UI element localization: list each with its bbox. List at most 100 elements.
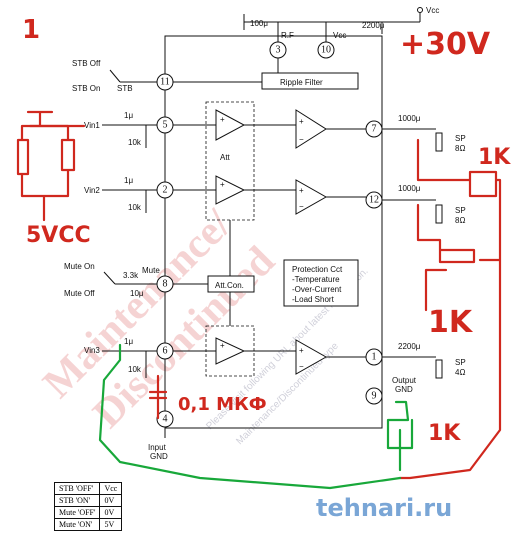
stb-on-label: STB On <box>72 84 100 93</box>
input-gnd-label: Input <box>148 443 167 452</box>
power-amp-2 <box>295 179 328 215</box>
rf-label: R.F <box>281 31 294 40</box>
ripple-filter-label: Ripple Filter <box>280 78 323 87</box>
power-amp-3 <box>295 339 328 375</box>
table-cell: Mute 'ON' <box>53 518 101 531</box>
table-cell: 0V <box>99 506 123 519</box>
cap-1u-1-label: 1μ <box>124 111 133 120</box>
pin-6-label: 6 <box>163 346 168 357</box>
speaker-2-ohm: 8Ω <box>455 216 465 225</box>
cap-1000u-1-label: 1000μ <box>398 114 421 123</box>
att-amp-3 <box>215 337 246 365</box>
cap-2200u-out-label: 2200μ <box>398 342 421 351</box>
ic-outline <box>164 35 383 429</box>
output-gnd-label: Output <box>392 376 417 385</box>
cap-1000u-2-label: 1000μ <box>398 184 421 193</box>
speaker-2-label: SP <box>455 206 466 215</box>
vin3-signal-wire <box>98 343 402 490</box>
power-amp-1-plus: + <box>299 117 304 126</box>
cap-10u-label: 10μ <box>130 289 144 298</box>
vcc-label: Vcc <box>426 6 439 15</box>
pin-8-label: 8 <box>163 279 168 290</box>
att-amp-3-plus: + <box>220 341 225 350</box>
protection-load-short: -Load Short <box>292 295 335 304</box>
table-row: STB 'OFF'Vcc <box>53 482 123 495</box>
speaker-3-ohm: 4Ω <box>455 368 465 377</box>
pin-5-label: 5 <box>163 120 168 131</box>
speaker-wiring <box>398 138 502 480</box>
power-amp-1 <box>295 109 327 149</box>
cap-2200u-top-label: 2200μ <box>362 21 385 30</box>
pin-11-label: 11 <box>160 77 170 88</box>
channel-3: Vin3 1μ 10k 6 + + − 1 2200μ SP 4Ω <box>84 325 466 379</box>
pin-2-label: 2 <box>163 185 168 196</box>
att-label: Att <box>220 153 231 162</box>
speaker-3-icon <box>435 359 443 379</box>
cap-to-ground <box>148 374 168 420</box>
table-cell: Mute 'OFF' <box>53 506 101 519</box>
handwritten-supply-voltage: +30V <box>400 27 491 62</box>
table-row: Mute 'ON'5V <box>53 518 123 531</box>
table-row: Mute 'OFF'0V <box>53 506 123 519</box>
site-watermark: tehnari.ru <box>316 494 452 522</box>
handwritten-cap-note: 0,1 МКФ <box>178 394 267 415</box>
stb-off-label: STB Off <box>72 59 101 68</box>
handwritten-1k-bottom: 1K <box>428 421 461 446</box>
speaker-1-ohm: 8Ω <box>455 144 465 153</box>
cap-100u-label: 100μ <box>250 19 268 28</box>
power-amp-2-minus: − <box>299 202 304 211</box>
speaker-3-label: SP <box>455 358 466 367</box>
handwritten-1k-mid: 1K <box>428 305 474 340</box>
table-cell: STB 'OFF' <box>53 482 101 495</box>
pin-7-label: 7 <box>372 124 377 135</box>
channel-1: Vin1 1μ 10k 5 + + − 7 1000μ SP 8Ω <box>84 109 466 153</box>
vin1-label: Vin1 <box>84 121 100 130</box>
table-cell: Vcc <box>99 482 123 495</box>
vin2-label: Vin2 <box>84 186 100 195</box>
att-amp-2 <box>215 175 246 205</box>
red-annotations: 1 +30V 5VCC 1K 1K 0,1 МКФ <box>16 15 511 480</box>
power-amp-2-plus: + <box>299 186 304 195</box>
speaker-1-label: SP <box>455 134 466 143</box>
ripple-filter-block <box>261 72 359 90</box>
power-amp-3-plus: + <box>299 346 304 355</box>
res-33k-label: 3.3k <box>123 271 139 280</box>
mute-control: Mute On Mute Off Mute 3.3k 10μ <box>64 262 160 298</box>
att-amp-2-plus: + <box>220 180 225 189</box>
att-amp-1-plus: + <box>220 115 225 124</box>
pin-9 <box>365 387 383 405</box>
res-10k-3-label: 10k <box>128 365 142 374</box>
power-amp-3-minus: − <box>299 362 304 371</box>
power-amp-1-minus: − <box>299 135 304 144</box>
table-cell: 5V <box>99 518 123 531</box>
channel-2: Vin2 1μ 10k 2 + + − 12 1000μ SP 8Ω <box>84 175 466 225</box>
vin3-label: Vin3 <box>84 346 100 355</box>
pin-9-label: 9 <box>372 391 377 402</box>
handwritten-1k-top: 1K <box>478 145 511 170</box>
vcc-pin-label: Vcc <box>333 31 346 40</box>
pot-symbol <box>386 400 414 472</box>
pin-1-label: 1 <box>372 352 377 363</box>
table-cell: STB 'ON' <box>53 494 101 507</box>
mute-label: Mute <box>142 266 160 275</box>
stb-switch: STB Off STB On STB <box>72 59 157 93</box>
output-gnd-label-2: GND <box>395 385 413 394</box>
handwritten-corner-number: 1 <box>22 15 40 45</box>
pin-12-label: 12 <box>369 195 379 206</box>
cap-1u-3-label: 1μ <box>124 337 133 346</box>
protection-over-current: -Over-Current <box>292 285 342 294</box>
pin-10-label: 10 <box>321 45 331 56</box>
green-annotations: 1K <box>98 343 461 490</box>
res-10k-2-label: 10k <box>128 203 142 212</box>
att-con-label: Att.Con. <box>215 281 244 290</box>
pin-10 <box>317 41 335 59</box>
speaker-1-icon <box>435 132 443 152</box>
cap-1u-2-label: 1μ <box>124 176 133 185</box>
supply-rail: Vcc 100μ 2200μ <box>243 6 439 42</box>
table-cell: 0V <box>99 494 123 507</box>
mute-on-label: Mute On <box>64 262 95 271</box>
stb-label: STB <box>117 84 133 93</box>
speaker-2-icon <box>435 204 443 224</box>
protection-block <box>283 259 359 307</box>
